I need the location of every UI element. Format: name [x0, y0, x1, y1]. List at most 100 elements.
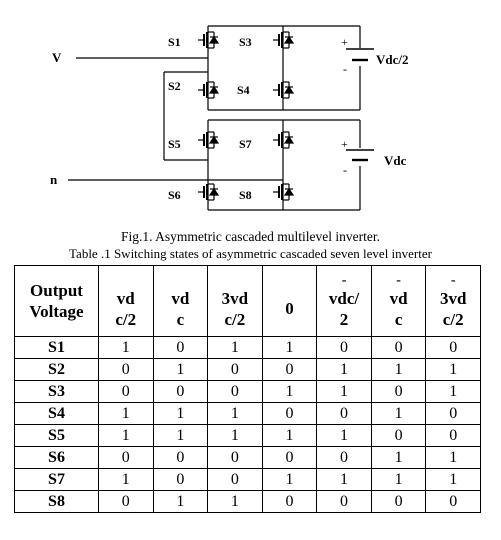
table-cell: 1	[370, 358, 427, 381]
table-cell: 0	[370, 336, 427, 359]
switch-symbol-s8	[273, 183, 295, 201]
table-cell: 0	[152, 380, 209, 403]
table-cell: 0	[425, 336, 481, 359]
table-cell: 0	[152, 468, 209, 491]
table-cell: 1	[152, 424, 209, 447]
table-cell: 1	[207, 402, 263, 425]
row-label: S6	[14, 446, 99, 469]
row-label: S2	[14, 358, 99, 381]
row-label: S3	[14, 380, 99, 403]
table-cell: 0	[98, 358, 154, 381]
table-cell: 1	[425, 446, 481, 469]
row-label: S4	[14, 402, 99, 425]
switch-symbol-s3	[273, 31, 295, 49]
plus-sign-top: +	[341, 35, 348, 49]
table-cell: 0	[261, 446, 318, 469]
header-minus-sign	[154, 273, 208, 288]
table-cell: 0	[98, 446, 154, 469]
header-col-3-line-2: c/2	[224, 309, 246, 329]
table-cell: 0	[425, 424, 481, 447]
plus-sign-bottom: +	[341, 137, 348, 151]
minus-sign-bottom: -	[343, 163, 347, 177]
switch-symbols	[198, 31, 295, 201]
table-cell: 0	[261, 402, 318, 425]
vdc-label: Vdc	[384, 153, 407, 168]
table-cell: 1	[98, 402, 154, 425]
source-vdc-half	[346, 48, 374, 62]
header-minus-sign	[208, 273, 262, 288]
terminal-v-label: V	[52, 50, 62, 65]
table-cell: 0	[370, 424, 427, 447]
header-col-6-line-2: c	[394, 309, 403, 329]
table-cell: 1	[261, 336, 318, 359]
switch-symbol-s2	[198, 81, 220, 99]
vdc-half-label: Vdc/2	[376, 52, 409, 67]
header-minus-sign	[263, 283, 317, 298]
table-cell: 1	[316, 380, 372, 403]
table-cell: 1	[98, 424, 154, 447]
table-cell: 0	[370, 380, 427, 403]
row-label: S1	[14, 336, 99, 359]
source-vdc	[346, 149, 374, 162]
switch-label-s7: S7	[239, 137, 252, 151]
table-cell: 1	[207, 336, 263, 359]
header-col-5-line-1: vdc/	[328, 288, 360, 308]
switch-symbol-s4	[273, 81, 295, 99]
header-minus-sign	[99, 273, 153, 288]
switch-label-s8: S8	[239, 188, 252, 202]
table-cell: 1	[98, 336, 154, 359]
header-col-4: 0	[261, 265, 318, 337]
table-cell: 1	[316, 424, 372, 447]
table-cell: 0	[207, 380, 263, 403]
header-line-2: Voltage	[29, 302, 84, 321]
table-cell: 1	[152, 490, 209, 513]
header-minus-sign: -	[341, 272, 347, 288]
header-output-voltage: Output Voltage	[14, 265, 99, 337]
table-cell: 0	[370, 490, 427, 513]
table-cell: 1	[425, 358, 481, 381]
table-cell: 1	[152, 402, 209, 425]
table-cell: 0	[316, 446, 372, 469]
inverter-circuit-diagram: V n Vdc/2 Vdc + - + - S1 S2 S3 S4 S5 S6 …	[50, 25, 409, 211]
table-cell: 1	[425, 380, 481, 403]
figure-caption: Fig.1. Asymmetric cascaded multilevel in…	[120, 229, 381, 244]
table-cell: 1	[152, 358, 209, 381]
table-cell: 1	[316, 358, 372, 381]
switch-label-s6: S6	[168, 188, 181, 202]
header-col-2-line-2: c	[176, 309, 185, 329]
switch-symbol-s6	[198, 183, 220, 201]
table-cell: 0	[207, 468, 263, 491]
table-cell: 1	[370, 402, 427, 425]
row-label: S5	[14, 424, 99, 447]
header-col-6-line-1: vd	[389, 288, 408, 308]
switch-label-s1: S1	[168, 35, 181, 49]
table-caption: Table .1 Switching states of asymmetric …	[69, 246, 432, 261]
table-cell: 0	[316, 490, 372, 513]
table-cell: 0	[425, 490, 481, 513]
switch-label-s2: S2	[168, 79, 181, 93]
switch-symbol-s1	[198, 31, 220, 49]
header-line-1: Output	[30, 281, 83, 300]
row-label: S7	[14, 468, 99, 491]
switch-symbol-s5	[198, 131, 220, 149]
table-cell: 0	[316, 402, 372, 425]
table-cell: 0	[425, 402, 481, 425]
switch-label-s3: S3	[239, 35, 252, 49]
header-col-3-line-1: 3vd	[221, 288, 249, 308]
terminal-n-label: n	[50, 172, 58, 187]
minus-sign-top: -	[343, 62, 347, 76]
header-col-7-line-2: c/2	[442, 309, 464, 329]
